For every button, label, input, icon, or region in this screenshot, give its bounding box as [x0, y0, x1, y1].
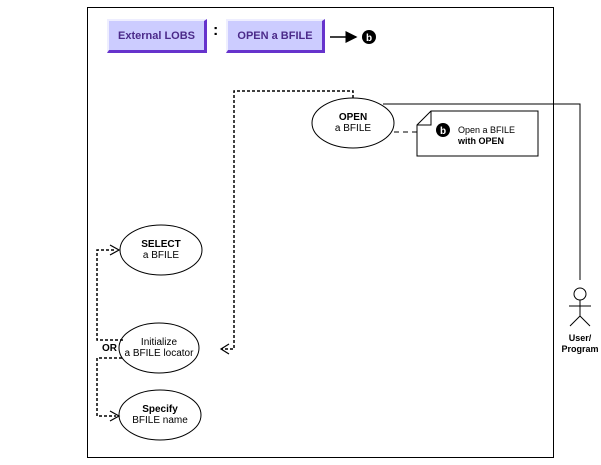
- usecase-select-title: SELECT: [141, 239, 181, 250]
- header-step-badge-icon: [362, 30, 376, 44]
- actor-label-line1: User/: [568, 333, 592, 343]
- actor-icon: [569, 287, 591, 327]
- dependency-specify: [96, 357, 122, 417]
- usecase-open-title: OPEN: [338, 112, 368, 123]
- note-step-badge-icon: [436, 123, 450, 137]
- or-label: OR: [102, 343, 117, 354]
- usecase-select-subtitle: a BFILE: [142, 250, 180, 261]
- actor-label: User/Program: [557, 333, 601, 355]
- actor-association: [383, 103, 581, 280]
- note-line1: Open a BFILE: [458, 125, 516, 135]
- diagram-frame: [87, 7, 554, 458]
- note-badge: b: [439, 126, 447, 137]
- usecase-specify-subtitle: BFILE name: [132, 415, 188, 426]
- note-line2: with OPEN: [458, 136, 505, 146]
- breadcrumb-open-bfile[interactable]: OPEN a BFILE: [226, 19, 325, 53]
- dependency-select: [96, 249, 123, 341]
- usecase-initialize-ellipse: [118, 322, 200, 374]
- note-box: [416, 110, 539, 157]
- usecase-initialize-title: Initialize: [140, 337, 178, 348]
- usecase-specify-title: Specify: [142, 404, 178, 415]
- dependency-open: [222, 90, 354, 350]
- breadcrumb-external-lobs[interactable]: External LOBS: [107, 19, 207, 53]
- header-step-badge: b: [365, 33, 373, 44]
- usecase-initialize-subtitle: a BFILE locator: [124, 348, 194, 359]
- actor-label-line2: Program: [561, 344, 599, 354]
- breadcrumb-separator: :: [213, 22, 219, 39]
- usecase-specify-ellipse: [118, 389, 202, 441]
- usecase-open-subtitle: a BFILE: [334, 123, 372, 134]
